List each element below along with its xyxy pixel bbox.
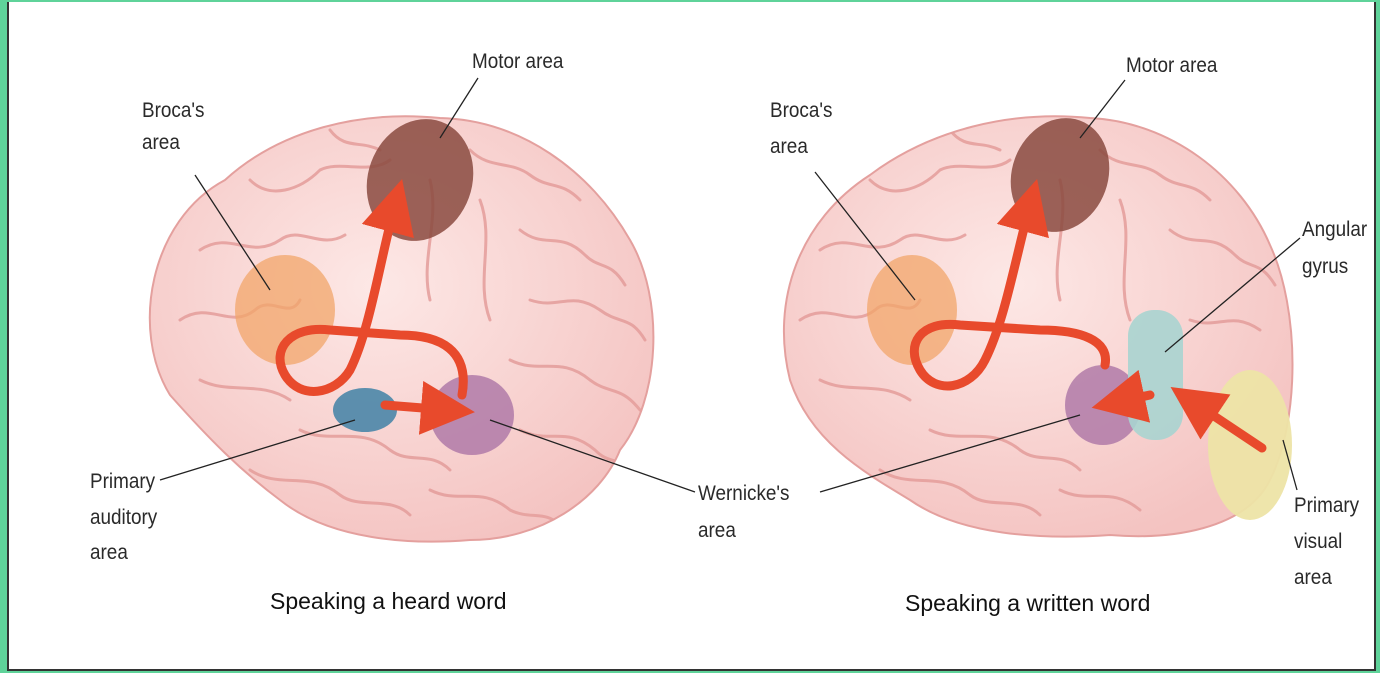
angular-gyrus-region bbox=[1128, 310, 1183, 440]
label-wernicke-line2: area bbox=[698, 515, 736, 547]
label-primary-visual-line3: area bbox=[1294, 562, 1332, 594]
primary-auditory-region bbox=[333, 388, 397, 432]
label-primary-auditory-line1: Primary bbox=[90, 466, 155, 498]
auditory-to-wernicke-arrow bbox=[385, 405, 448, 410]
label-broca-line2-right: area bbox=[770, 131, 808, 163]
label-broca-line2-left: area bbox=[142, 127, 180, 159]
label-primary-visual-line1: Primary bbox=[1294, 490, 1359, 522]
label-broca-line1-right: Broca's bbox=[770, 95, 832, 127]
label-wernicke-line1: Wernicke's bbox=[698, 478, 789, 510]
label-broca-line1-left: Broca's bbox=[142, 95, 204, 127]
wernicke-area-region-left bbox=[430, 375, 514, 455]
caption-heard-word: Speaking a heard word bbox=[270, 588, 507, 615]
label-primary-visual-line2: visual bbox=[1294, 526, 1342, 558]
label-primary-auditory-line3: area bbox=[90, 537, 128, 569]
label-motor-area-right: Motor area bbox=[1126, 50, 1217, 82]
label-primary-auditory-line2: auditory bbox=[90, 502, 157, 534]
caption-written-word: Speaking a written word bbox=[905, 590, 1150, 617]
label-motor-area-left: Motor area bbox=[472, 46, 563, 78]
label-angular-line2: gyrus bbox=[1302, 251, 1348, 283]
label-angular-line1: Angular bbox=[1302, 214, 1367, 246]
brain-heard-word bbox=[150, 78, 695, 542]
brain-written-word bbox=[784, 80, 1300, 537]
